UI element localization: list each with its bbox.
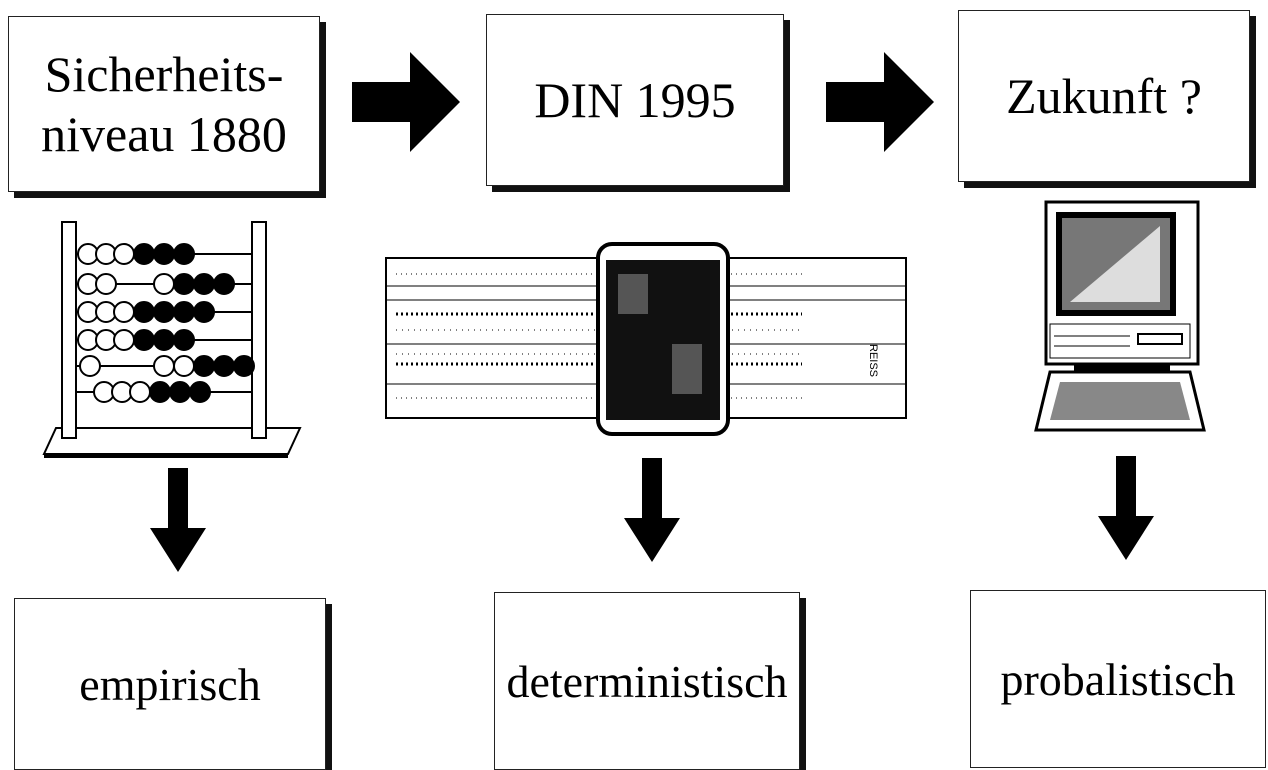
arrow-down-icon	[622, 458, 682, 564]
stage-box-future: Zukunft ?	[958, 10, 1250, 182]
computer-icon	[1030, 196, 1208, 434]
arrow-right-icon	[352, 52, 462, 152]
arrow-down-icon	[148, 468, 208, 574]
slide-rule-icon: REISS	[382, 234, 914, 440]
arrow-down-icon	[1096, 456, 1156, 562]
method-box-future: probalistisch	[970, 590, 1266, 768]
arrow-right-icon	[826, 52, 936, 152]
method-label-present: deterministisch	[506, 655, 787, 708]
method-label-past: empirisch	[79, 658, 260, 711]
stage-title-line1: Sicherheits-	[41, 44, 287, 104]
stage-box-past: Sicherheits- niveau 1880	[8, 16, 320, 192]
stage-title-present: DIN 1995	[534, 70, 735, 130]
stage-box-present: DIN 1995	[486, 14, 784, 186]
slide-rule-brand: REISS	[867, 344, 879, 377]
stage-title-past: Sicherheits- niveau 1880	[41, 44, 287, 164]
method-label-future: probalistisch	[1000, 653, 1235, 706]
stage-title-future: Zukunft ?	[1006, 66, 1202, 126]
method-box-present: deterministisch	[494, 592, 800, 770]
stage-title-line2: niveau 1880	[41, 104, 287, 164]
abacus-icon	[38, 214, 302, 458]
method-box-past: empirisch	[14, 598, 326, 770]
